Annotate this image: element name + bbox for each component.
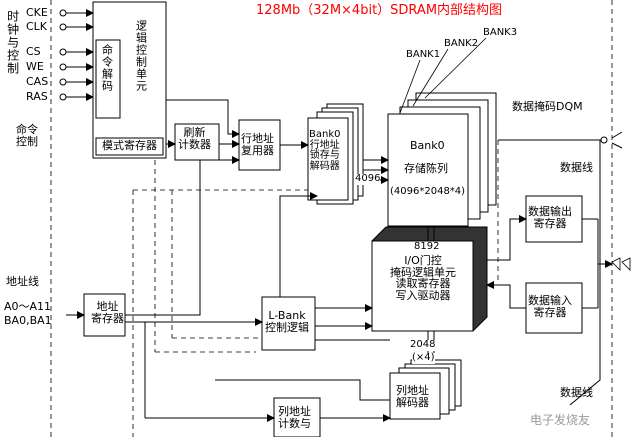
dqm-label: 数据掩码DQM — [512, 100, 583, 113]
io-bus-width: 8192 — [414, 241, 440, 253]
pin-ras: RAS — [26, 90, 48, 103]
bank2-label: BANK2 — [444, 38, 479, 49]
bank-array-label: 存储陈列 — [404, 162, 448, 175]
bank-pointers — [399, 37, 487, 114]
address-register-label: 地址 寄存器 — [91, 300, 124, 325]
column-counter-label: 列地址 计数与 — [278, 405, 311, 430]
control-unit-boxes — [92, 1, 281, 171]
command-decoder-label: 命令解码 — [100, 44, 114, 92]
command-control-label: 命令 控制 — [16, 123, 38, 148]
refresh-counter-label: 刷新 计数器 — [178, 126, 211, 151]
column-decoder-label: 列地址 解码器 — [396, 384, 429, 409]
dqm-pin — [600, 136, 608, 144]
pin-clk: CLK — [26, 20, 48, 33]
data-line-bottom-label: 数据线 — [560, 386, 593, 399]
row-bus-width: 4096 — [355, 173, 381, 185]
pin-arrows-right — [611, 257, 631, 271]
lbank-logic-label: L-Bank 控制逻辑 — [265, 309, 309, 334]
mode-register-label: 模式寄存器 — [102, 139, 157, 152]
logic-control-label: 逻辑控制单元 — [134, 20, 148, 92]
row-decoder-label: Bank0 行地址 锁存与 解码器 — [309, 129, 341, 172]
address-line-label: 地址线 — [6, 275, 39, 288]
data-line-label: 数据线 — [560, 161, 593, 174]
watermark-logo: 电子发烧友 — [530, 413, 591, 427]
pin-cas: CAS — [26, 75, 49, 88]
row-decoder-stack — [307, 103, 364, 205]
col-bus-multiplier: (×4) — [412, 352, 435, 364]
data-registers — [525, 195, 583, 334]
clock-control-label: 时钟与控制 — [5, 10, 20, 75]
address-blocks — [83, 293, 316, 351]
bank1-label: BANK1 — [406, 49, 441, 60]
column-decoder-stack — [273, 359, 462, 437]
pin-we: WE — [26, 60, 44, 73]
address-pins-label: A0～A11 BA0,BA1 — [4, 300, 52, 328]
col-bus-width: 2048 — [410, 339, 436, 351]
bank-array-stack — [387, 92, 497, 227]
chip-boundary — [50, 0, 613, 437]
diagram-title: 128Mb（32M×4bit）SDRAM内部结构图 — [256, 3, 503, 18]
pin-cke: CKE — [26, 6, 48, 19]
row-mux-label: 行地址 复用器 — [241, 132, 274, 157]
io-gate-label: I/O门控 掩码逻辑单元 读取寄存器 写入驱动器 — [390, 254, 456, 302]
bank-array-name: Bank0 — [410, 139, 445, 152]
control-pins — [59, 9, 94, 101]
input-register-label: 数据输入 寄存器 — [528, 294, 572, 319]
io-gate-box — [371, 226, 488, 332]
output-register-label: 数据输出 寄存器 — [528, 205, 572, 230]
pin-cs: CS — [26, 45, 41, 58]
bank-array-size: (4096*2048*4) — [390, 186, 466, 197]
bank3-label: BANK3 — [483, 27, 518, 38]
